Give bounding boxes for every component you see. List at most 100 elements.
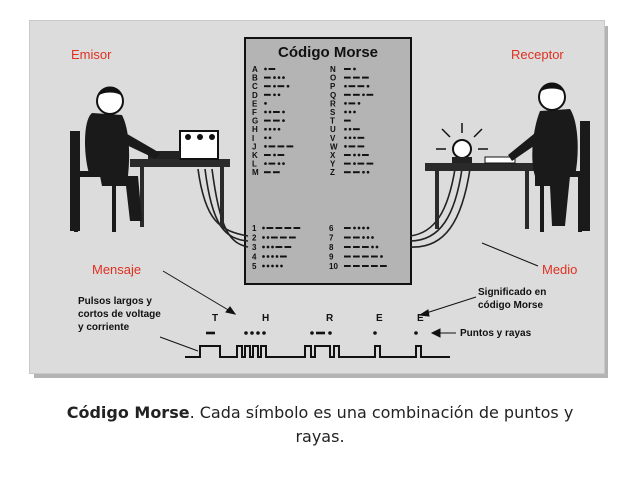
morse-entry: N — [330, 65, 356, 74]
illustration-svg: Código Morse ABCDEFGHIJKLMNOPQRSTUVWXYZ1… — [70, 37, 590, 358]
morse-symbol-group — [373, 331, 377, 335]
morse-symbol-group — [244, 331, 266, 335]
morse-entry: B — [252, 74, 285, 83]
signal-waveform — [185, 345, 450, 358]
morse-entry: 3 — [252, 243, 292, 252]
morse-key: P — [330, 82, 336, 91]
morse-entry: 1 — [252, 224, 301, 233]
morse-key: 9 — [329, 253, 334, 262]
morse-key: N — [330, 65, 336, 74]
morse-key: Z — [330, 168, 335, 177]
morse-key: 2 — [252, 234, 257, 243]
morse-key: M — [252, 168, 259, 177]
sender-person — [70, 86, 160, 232]
caption-bold: Código Morse — [66, 403, 190, 422]
caption-rest: . Cada símbolo es una combinación de pun… — [189, 403, 574, 446]
word-letter: E — [417, 313, 424, 324]
morse-key: T — [330, 117, 335, 126]
morse-entry: 10 — [329, 262, 387, 271]
morse-key: C — [252, 82, 258, 91]
morse-entry: U — [330, 125, 360, 134]
label-mensaje: Mensaje — [92, 262, 142, 277]
morse-entry: 4 — [252, 253, 287, 262]
morse-entry: 5 — [252, 262, 283, 271]
morse-entry: 6 — [329, 224, 370, 233]
morse-entry: O — [330, 74, 369, 83]
morse-key: I — [252, 134, 254, 143]
pulses-line-3: y corriente — [78, 322, 130, 333]
morse-entry: J — [252, 142, 294, 151]
morse-key: Y — [330, 160, 336, 169]
morse-symbol-group — [310, 331, 332, 335]
chart-title: Código Morse — [278, 44, 378, 61]
pulses-line-2: cortos de voltage — [78, 309, 161, 320]
morse-entry: X — [330, 151, 369, 160]
pulses-line-1: Pulsos largos y — [78, 296, 152, 307]
morse-entry: K — [252, 151, 285, 160]
morse-entry: S — [330, 108, 356, 117]
morse-entry: 8 — [329, 243, 379, 252]
receiver-lamp — [452, 139, 472, 159]
word-letter: R — [326, 313, 334, 324]
morse-entry: I — [252, 134, 272, 143]
dots-and-dashes-row — [206, 331, 418, 335]
morse-key: S — [330, 108, 336, 117]
morse-entry: G — [252, 117, 285, 126]
morse-key: 7 — [329, 234, 334, 243]
morse-entry: Q — [330, 91, 374, 100]
receiver-person — [508, 82, 590, 232]
morse-entry: T — [330, 117, 351, 126]
morse-entry: 2 — [252, 234, 296, 243]
morse-entry: H — [252, 125, 281, 134]
morse-entry: Z — [330, 168, 370, 177]
morse-key: B — [252, 74, 258, 83]
receiver-table — [425, 123, 535, 229]
morse-symbol-group — [206, 331, 215, 335]
morse-key: 8 — [329, 243, 334, 252]
meaning-line-2: código Morse — [478, 300, 543, 311]
word-letter: E — [376, 313, 383, 324]
morse-entry: R — [330, 99, 361, 108]
morse-key: E — [252, 99, 258, 108]
morse-entry: E — [252, 99, 267, 108]
label-medio: Medio — [542, 262, 578, 277]
morse-key: V — [330, 134, 336, 143]
morse-entry: F — [252, 108, 285, 117]
word-letter: T — [212, 313, 218, 324]
pointer-lines — [159, 242, 539, 352]
morse-key: F — [252, 108, 257, 117]
morse-key: L — [252, 160, 257, 169]
meaning-line-1: Significado en — [478, 287, 546, 298]
morse-key: Q — [330, 91, 336, 100]
sender-table — [130, 130, 230, 227]
morse-entry: M — [252, 168, 280, 177]
morse-key: 3 — [252, 243, 257, 252]
word-letter: H — [262, 313, 269, 324]
label-emisor: Emisor — [71, 47, 112, 62]
morse-entry: D — [252, 91, 281, 100]
morse-key: O — [330, 74, 336, 83]
morse-entry: A — [252, 65, 276, 74]
morse-entry: 9 — [329, 253, 383, 262]
morse-key: W — [330, 142, 338, 151]
morse-entry: Y — [330, 160, 374, 169]
morse-key: X — [330, 151, 336, 160]
morse-key: G — [252, 117, 258, 126]
morse-symbol-group — [414, 331, 418, 335]
morse-entry: V — [330, 134, 365, 143]
morse-key: 1 — [252, 224, 257, 233]
caption: Código Morse. Cada símbolo es una combin… — [40, 401, 600, 449]
morse-key: A — [252, 65, 258, 74]
morse-key: K — [252, 151, 258, 160]
morse-entry: 7 — [329, 234, 374, 243]
morse-entry: P — [330, 82, 370, 91]
morse-key: R — [330, 99, 336, 108]
morse-key: U — [330, 125, 336, 134]
label-receptor: Receptor — [511, 47, 564, 62]
morse-key: 4 — [252, 253, 257, 262]
morse-key: D — [252, 91, 258, 100]
morse-key: J — [252, 142, 256, 151]
